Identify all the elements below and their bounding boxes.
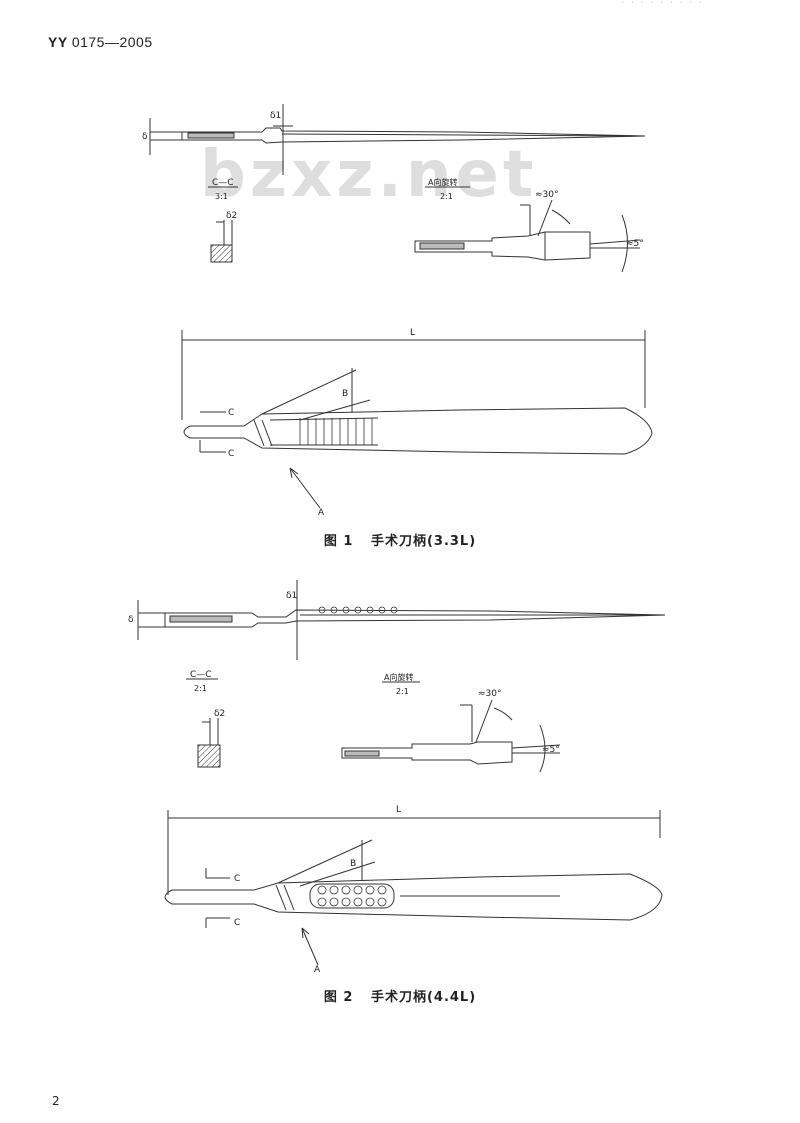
fig2-dim-L: L (396, 805, 401, 815)
fig2-dim-delta2: δ2 (214, 709, 225, 719)
fig1-mark-c-top: C (228, 408, 234, 418)
figure2-side-view (137, 580, 666, 660)
fig2-section-scale: 2:1 (194, 684, 207, 693)
page-header: YY 0175—2005 (48, 34, 153, 50)
fig1-mark-c-bottom: C (228, 449, 234, 459)
figure1-section-cc (208, 186, 238, 263)
fig1-dim-delta2: δ2 (226, 211, 237, 221)
figure2-caption-label: 图 2 (323, 990, 354, 1005)
fig1-dim-delta: δ (142, 132, 148, 142)
figure2-drawing: δ δ1 C—C 2:1 δ2 A向旋转 2:1 ≈30° ≈5° L B C … (128, 580, 666, 975)
fig2-mark-a: A (314, 965, 321, 975)
fig2-angle1: ≈30° (478, 689, 502, 699)
figure2-caption: 图 2 手术刀柄(4.4L) (0, 986, 800, 1005)
fig2-angle2: ≈5° (542, 745, 560, 755)
fig1-mark-a: A (318, 508, 325, 518)
figure1-caption-label: 图 1 (323, 534, 354, 549)
fig2-view-scale: 2:1 (396, 687, 409, 696)
standard-number: 0175—2005 (71, 34, 153, 50)
header-right-text: · · · · · · · · · (621, 0, 704, 8)
fig2-view-title: A向旋转 (384, 672, 413, 682)
page-number: 2 (52, 1094, 60, 1108)
fig2-mark-c-bottom: C (234, 918, 240, 928)
figure2-plan-view (164, 810, 663, 966)
fig2-dim-B: B (350, 859, 356, 869)
figure2-section-cc (186, 678, 221, 768)
figure2-a-view (341, 681, 561, 773)
figure1-caption-title: 手术刀柄(3.3L) (370, 534, 477, 549)
fig1-dim-delta1: δ1 (270, 111, 281, 121)
standard-code: YY (48, 34, 68, 50)
fig1-section-scale: 3:1 (215, 192, 228, 201)
fig1-view-title: A向旋转 (428, 177, 457, 187)
fig1-section-title: C—C (212, 178, 234, 188)
fig2-section-title: C—C (190, 670, 212, 680)
figure1-drawing: δ δ1 C—C 3:1 δ2 A向旋转 2:1 ≈30° ≈5° L B C … (142, 104, 653, 518)
figure2-caption-title: 手术刀柄(4.4L) (370, 990, 477, 1005)
fig1-angle1: ≈30° (535, 190, 559, 200)
fig2-dim-delta1: δ1 (286, 591, 297, 601)
fig1-view-scale: 2:1 (440, 192, 453, 201)
fig2-dim-delta: δ (128, 615, 134, 625)
figure1-plan-view (181, 330, 653, 509)
watermark: bzxz.net (200, 138, 538, 212)
fig1-angle2: ≈5° (626, 239, 644, 249)
figure1-side-view (149, 104, 646, 175)
fig2-mark-c-top: C (234, 874, 240, 884)
figure1-a-view (414, 186, 641, 273)
figure1-caption: 图 1 手术刀柄(3.3L) (0, 530, 800, 549)
fig1-dim-B: B (342, 389, 348, 399)
fig1-dim-L: L (410, 328, 415, 338)
